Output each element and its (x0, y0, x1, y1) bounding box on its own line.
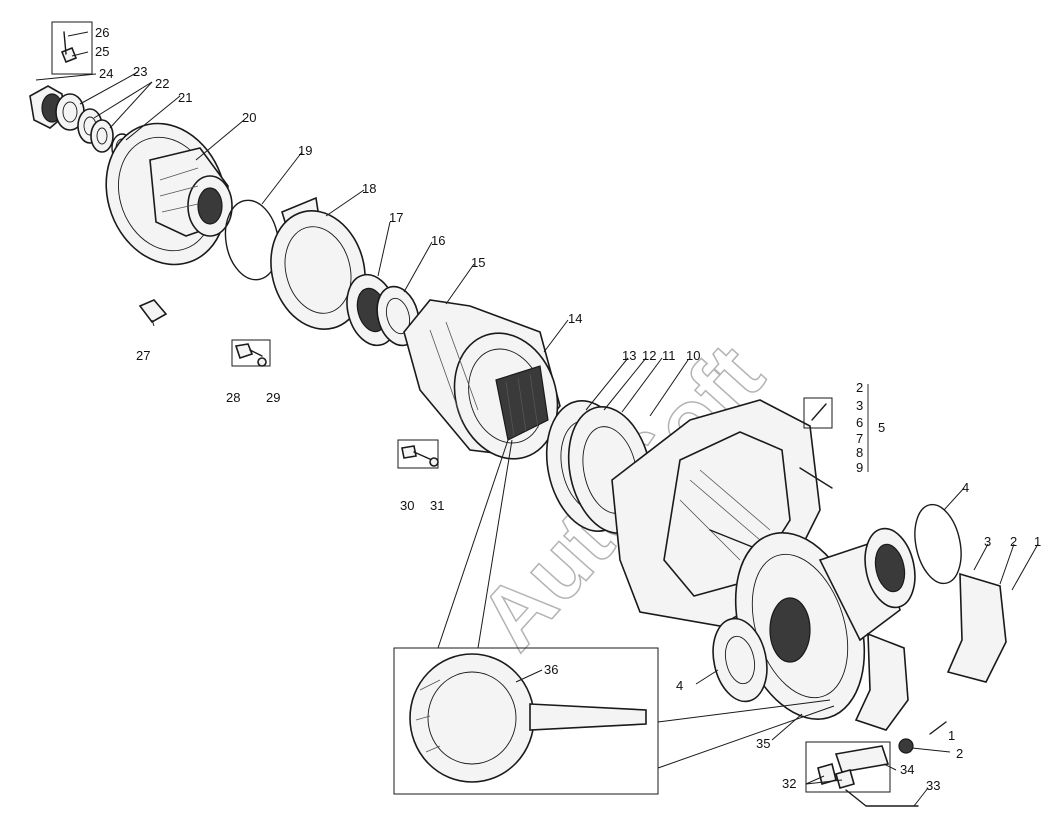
part-cover-18 (270, 196, 366, 330)
part-bolt-1-nut-2 (898, 721, 947, 754)
part-stud-set-5 (803, 384, 869, 472)
callout-5: 5 (878, 420, 885, 435)
callout-14: 14 (568, 311, 582, 326)
inset-leader-left (437, 439, 509, 649)
callout-26: 26 (95, 25, 109, 40)
part-flange-20 (105, 122, 233, 266)
callout-8: 8 (856, 445, 863, 460)
callout-3-right: 3 (984, 534, 991, 549)
callout-19: 19 (298, 143, 312, 158)
callout-leaders (35, 31, 1039, 807)
callout-3-upper: 3 (856, 398, 863, 413)
callout-4-lower: 4 (676, 678, 683, 693)
part-bolt-30 (397, 439, 439, 469)
callout-27: 27 (136, 348, 150, 363)
callout-1-lower: 1 (948, 728, 955, 743)
callout-28: 28 (226, 390, 240, 405)
callout-numbers: 26 25 24 23 22 21 20 19 18 17 16 15 14 1… (95, 25, 1041, 793)
callout-4-right: 4 (962, 480, 969, 495)
callout-9: 9 (856, 460, 863, 475)
callout-15: 15 (471, 255, 485, 270)
callout-22: 22 (155, 76, 169, 91)
callout-25: 25 (95, 44, 109, 59)
callout-11: 11 (662, 348, 676, 363)
callout-29: 29 (266, 390, 280, 405)
part-nut-24 (29, 21, 93, 131)
callout-18: 18 (362, 181, 376, 196)
part-bearing-4-lower (712, 617, 768, 703)
callout-23: 23 (133, 64, 147, 79)
callout-33: 33 (926, 778, 940, 793)
callout-21: 21 (178, 90, 192, 105)
callout-20: 20 (242, 110, 256, 125)
part-bolt-28 (231, 339, 271, 367)
inset-ring-gear-36 (393, 647, 659, 795)
inset-leader-gear-2 (657, 705, 835, 769)
callout-32: 32 (782, 776, 796, 791)
callout-12: 12 (642, 348, 656, 363)
inset-leader-gear (657, 699, 831, 723)
callout-13: 13 (622, 348, 636, 363)
callout-1-right: 1 (1034, 534, 1041, 549)
part-pinion-14 (495, 365, 549, 441)
callout-17: 17 (389, 210, 403, 225)
part-bolt-27 (138, 299, 168, 324)
callout-7: 7 (856, 431, 863, 446)
callout-35: 35 (756, 736, 770, 751)
callout-6: 6 (856, 415, 863, 430)
part-bearing-cap-3 (854, 572, 1007, 731)
callout-24: 24 (99, 66, 113, 81)
callout-34: 34 (900, 762, 914, 777)
callout-36: 36 (544, 662, 558, 677)
callout-16: 16 (431, 233, 445, 248)
callout-30: 30 (400, 498, 414, 513)
callout-2-right: 2 (1010, 534, 1017, 549)
callout-2-upper: 2 (856, 380, 863, 395)
callout-31: 31 (430, 498, 444, 513)
callout-10: 10 (686, 348, 700, 363)
callout-2-lower: 2 (956, 746, 963, 761)
part-bearing-4-right (864, 503, 962, 609)
inset-leader-right (477, 439, 513, 649)
